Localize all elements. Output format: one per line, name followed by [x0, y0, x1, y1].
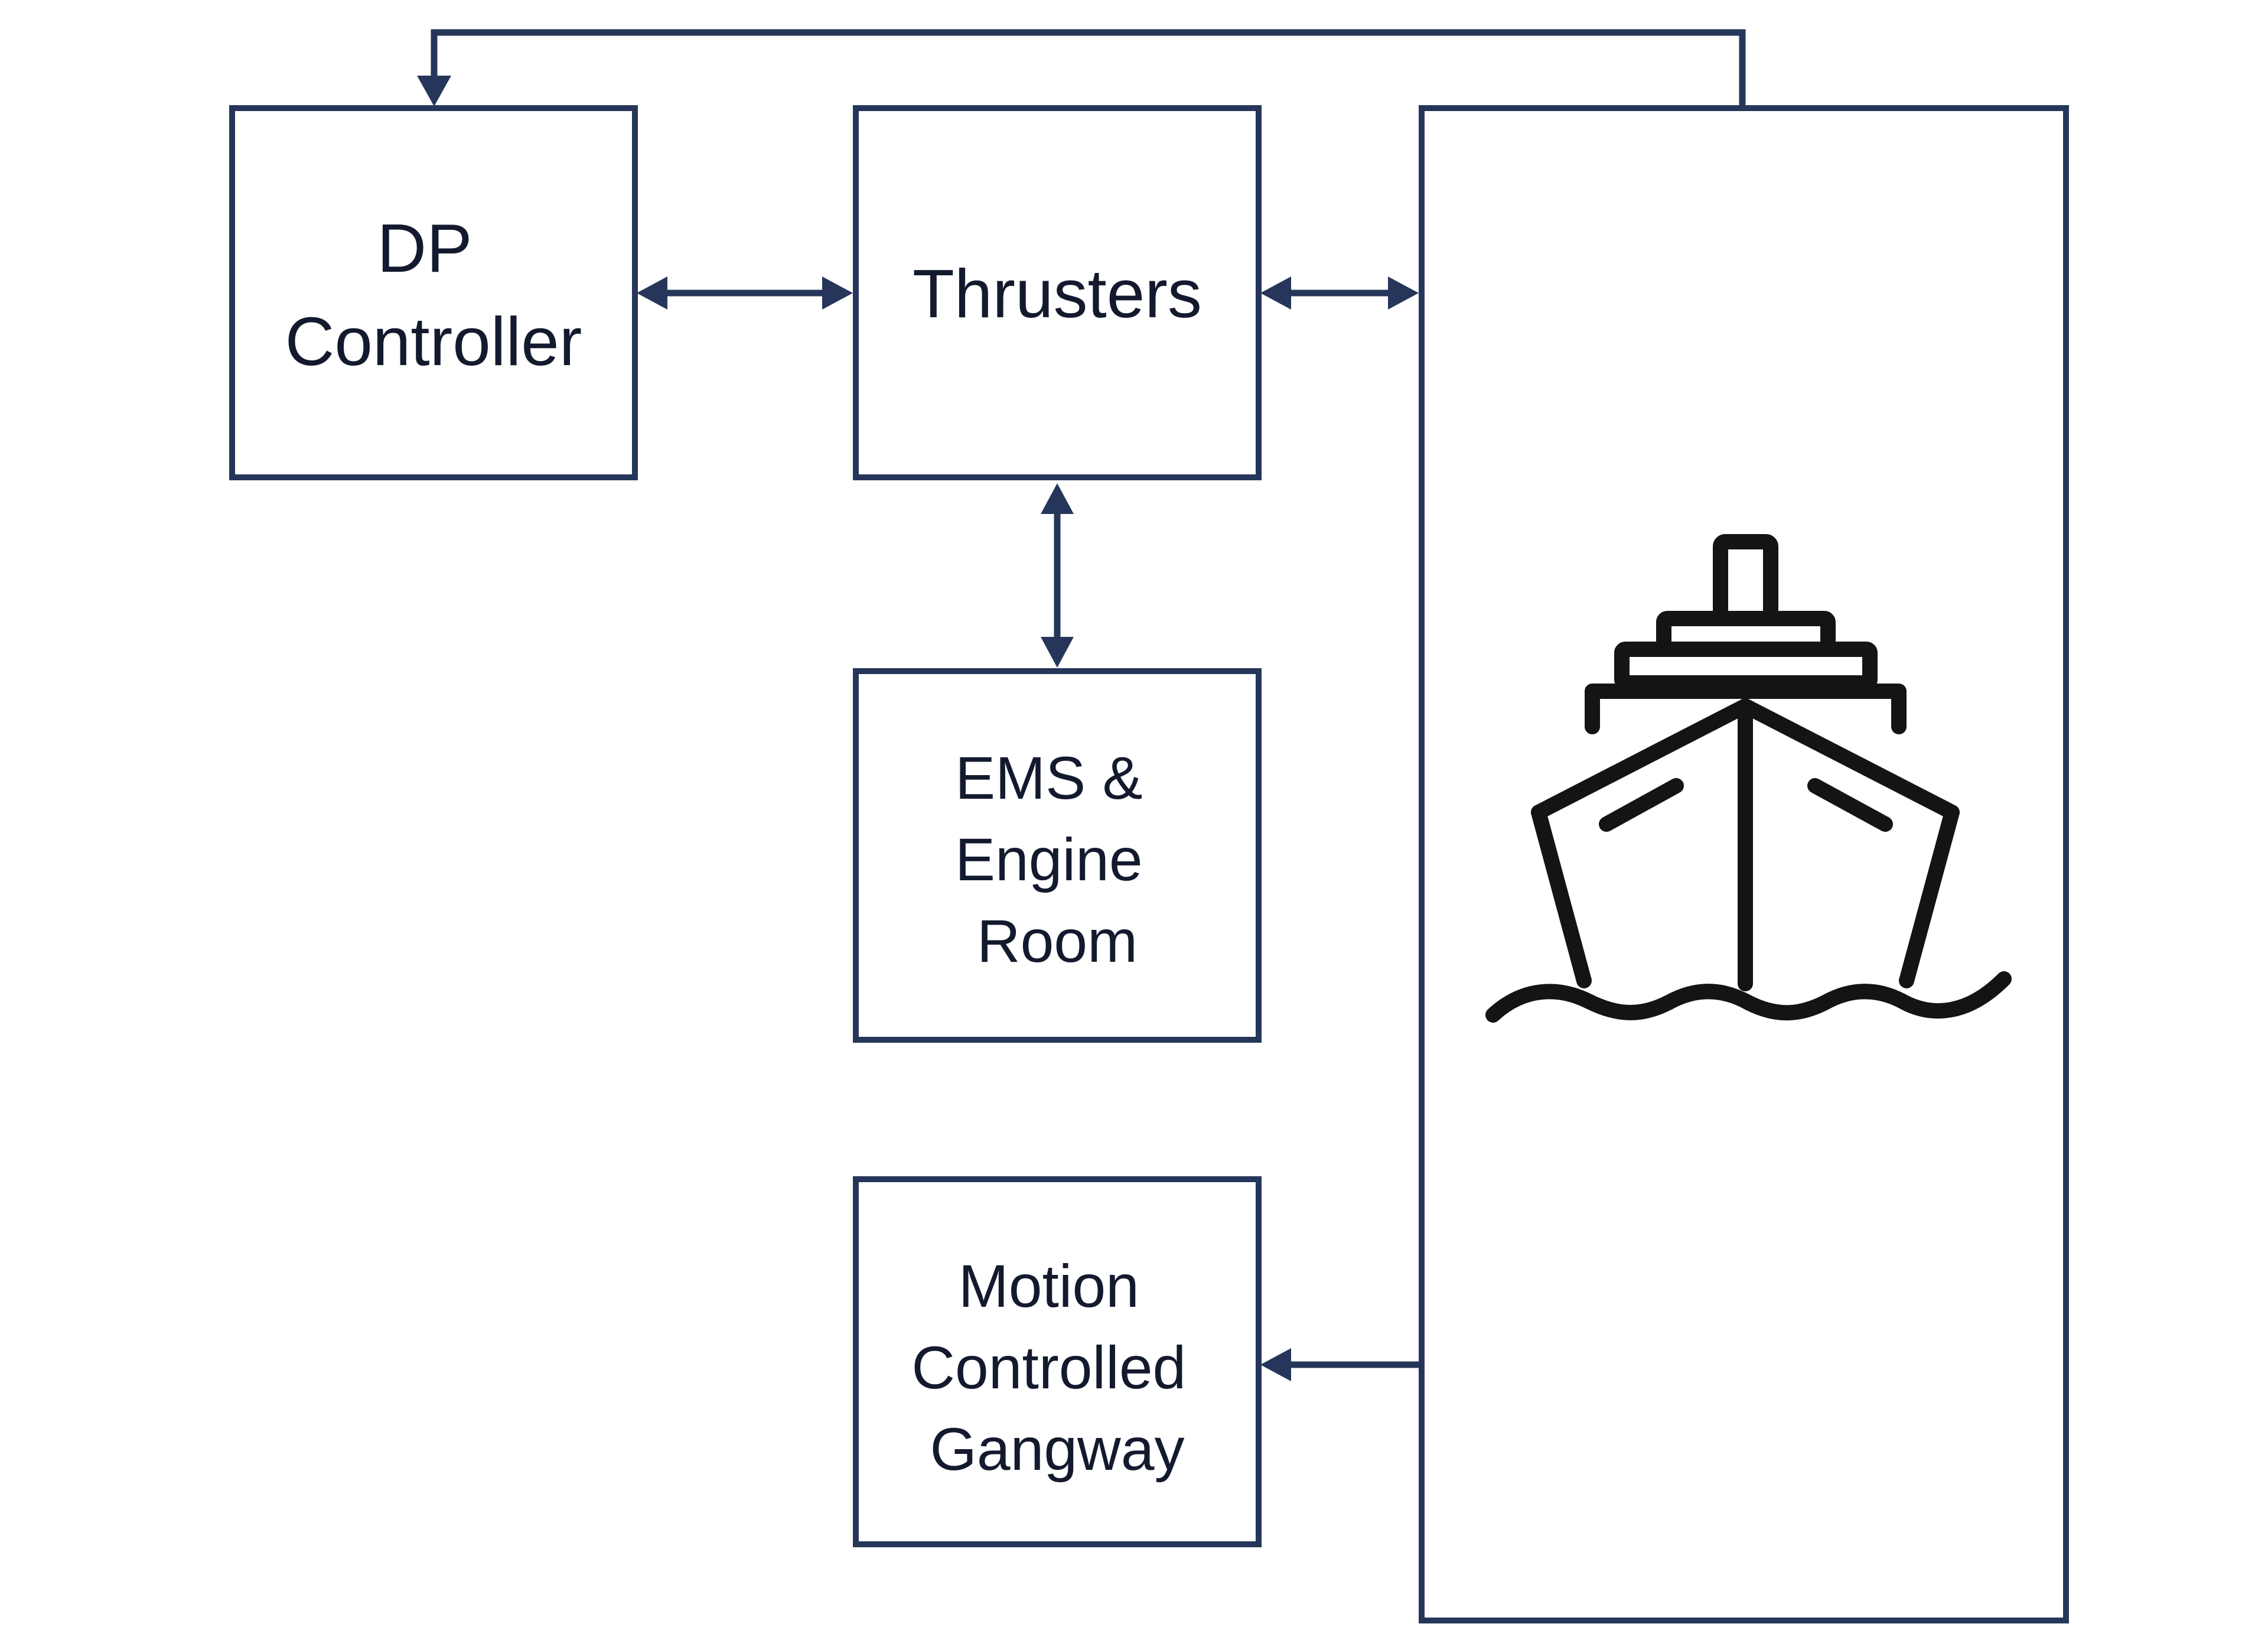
dp-controller-label-line-1: DP	[377, 210, 471, 287]
edge-vessel-to-dp-controller	[417, 29, 1746, 108]
node-vessel	[1419, 105, 2069, 1623]
ship-icon	[1485, 534, 2012, 1023]
ems-label-line-2: Engine	[955, 826, 1143, 893]
node-dp-controller: DP Controller	[229, 105, 638, 480]
gangway-label-line-2: Controlled	[911, 1334, 1186, 1401]
svg-text:DP Controller: DP Controller	[285, 210, 582, 380]
svg-text:Motion Controlled: Motion Controlled Gangway	[911, 1252, 1203, 1483]
edge-thrusters-vessel	[1260, 276, 1419, 310]
gangway-label-line-3: Gangway	[930, 1416, 1185, 1483]
ems-label-line-1: EMS &	[955, 744, 1142, 812]
edge-dp-controller-thrusters	[637, 276, 853, 310]
thrusters-label: Thrusters	[913, 255, 1202, 332]
node-motion-controlled-gangway: Motion Controlled Gangway	[853, 1176, 1262, 1547]
edge-vessel-to-gangway	[1260, 1348, 1420, 1381]
svg-text:EMS & Engine Room: EMS & Engine Room	[955, 744, 1159, 975]
ems-label-line-3: Room	[977, 907, 1138, 975]
svg-text:Thrusters: Thrusters	[913, 255, 1202, 332]
node-thrusters: Thrusters	[853, 105, 1262, 480]
node-ems-engine-room: EMS & Engine Room	[853, 668, 1262, 1043]
dp-controller-label-line-2: Controller	[285, 303, 582, 380]
edge-thrusters-ems	[1041, 483, 1074, 668]
gangway-label-line-1: Motion	[959, 1252, 1139, 1320]
